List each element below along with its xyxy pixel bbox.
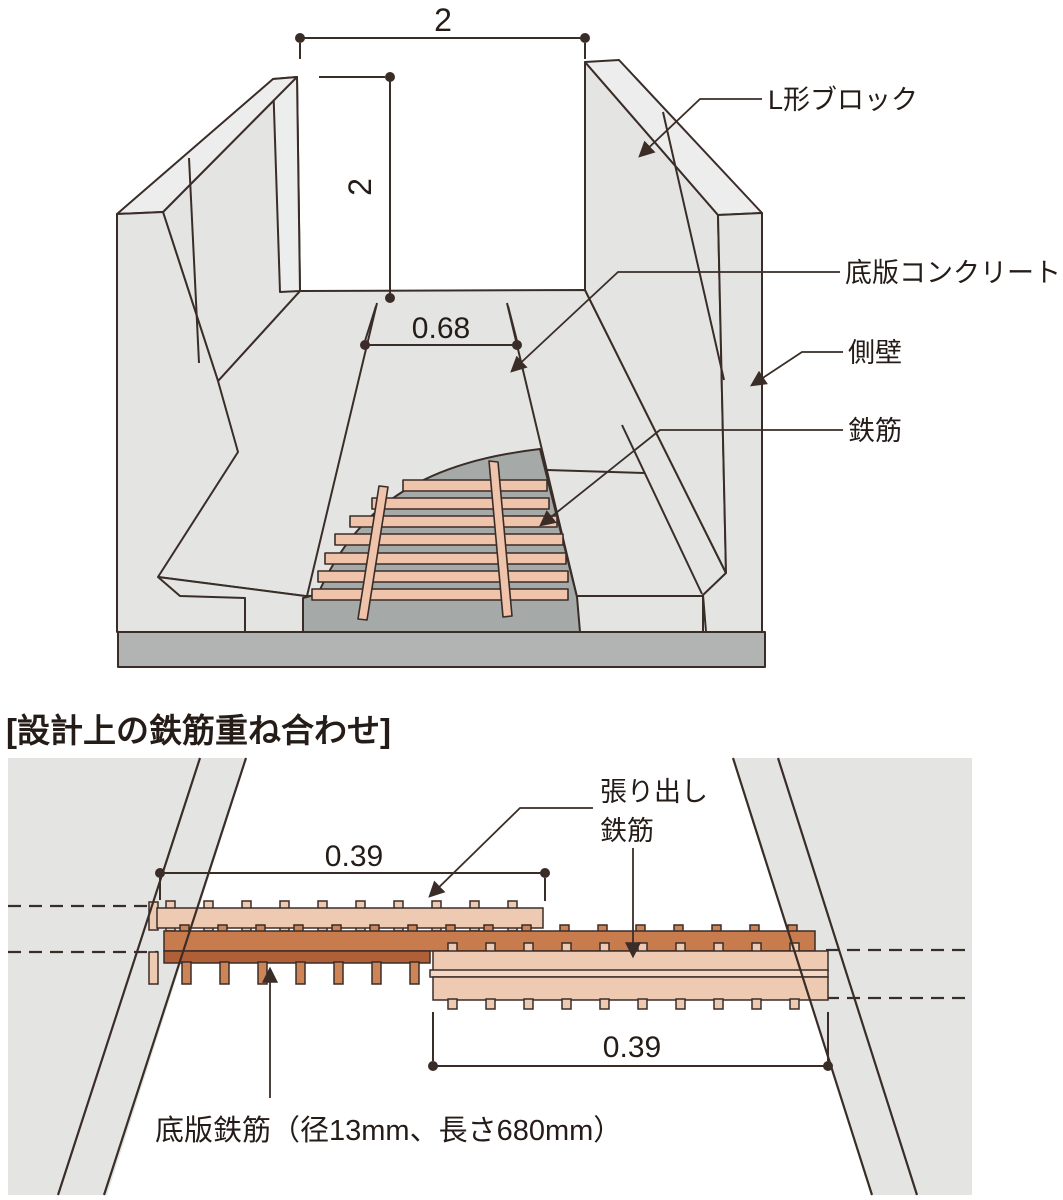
rebar-bar <box>334 533 564 546</box>
dim-top-width <box>295 33 590 59</box>
rebar-tick <box>751 998 762 1010</box>
right-wall <box>584 59 763 633</box>
left-wall-outer-line <box>102 757 248 1196</box>
label-base-concrete: 底版コンクリート <box>845 258 1061 288</box>
right-overhang-lower-ticks <box>447 998 800 1010</box>
rebar-tick <box>675 998 686 1010</box>
dimension-dot <box>512 340 522 350</box>
rebar-tick <box>599 998 610 1010</box>
rebar-tick <box>333 961 344 985</box>
rebar-bar <box>324 552 567 565</box>
section-title: [設計上の鉄筋重ね合わせ] <box>6 712 391 749</box>
rebar-tick <box>257 961 268 985</box>
left-wall-near-end <box>116 211 246 633</box>
dimension-dot <box>295 33 305 43</box>
dimension-dot <box>385 293 395 303</box>
dimension-dot <box>823 1061 833 1071</box>
rebar-bar <box>402 479 548 492</box>
rebar-bar <box>371 497 550 510</box>
figure1-isometric-view: 2 2 0.68 L形ブロック 底版コンクリート 側壁 鉄筋 <box>116 2 1061 668</box>
wall-face-lines <box>56 757 919 1196</box>
rebar-tick <box>371 961 382 985</box>
dim-wall-height <box>319 72 395 303</box>
dim-right-overlap <box>428 1012 833 1071</box>
rebar-tick <box>447 998 458 1010</box>
label-rebar: 鉄筋 <box>848 416 902 446</box>
dimension-dot <box>428 1061 438 1071</box>
right-wall-near-end <box>702 212 763 633</box>
rebar-tick <box>485 998 496 1010</box>
label-overhang-rebar-line2: 鉄筋 <box>600 816 654 846</box>
rebar-bar <box>317 570 569 583</box>
leader-l-block <box>638 98 762 158</box>
leader-lines <box>510 98 843 527</box>
rebar-mesh <box>311 460 569 621</box>
anchor-stub <box>148 951 159 985</box>
dim-left-overlap-value: 0.39 <box>325 840 383 873</box>
rebar-tick <box>181 961 192 985</box>
right-wall-section <box>733 758 972 1195</box>
label-overhang-rebar-line1: 張り出し <box>600 777 708 807</box>
overlap-rebar-rows <box>148 900 829 1010</box>
rebar-cross-bar <box>357 485 389 621</box>
leader-side-wall <box>749 351 843 387</box>
dimension-dot <box>385 72 395 82</box>
rebar-tick <box>295 961 306 985</box>
right-overhang-gap-bar <box>429 969 829 978</box>
slab-rebar-lower-ticks <box>181 961 420 985</box>
figure2-leaders <box>261 807 642 1098</box>
right-wall-outer-line <box>776 757 919 1196</box>
right-overhang-upper-bar <box>432 950 829 972</box>
leader-overhang-left <box>428 807 593 898</box>
left-wall-inner-line <box>56 757 202 1196</box>
rebar-cross-bar <box>488 460 513 618</box>
figure2-overlap-detail: 0.39 0.39 張り出し 鉄筋 底版鉄筋（径13mm、長さ680mm） <box>8 757 972 1196</box>
label-side-wall: 側壁 <box>848 338 902 368</box>
dimension-dot <box>155 868 165 878</box>
dim-right-overlap-value: 0.39 <box>603 1031 661 1064</box>
rebar-tick <box>409 961 420 985</box>
right-wall-joint-line <box>662 111 725 381</box>
rebar-tick <box>561 998 572 1010</box>
slab-rebar-lower-bar <box>163 950 431 964</box>
leader-rebar <box>539 429 843 527</box>
label-base-rebar: 底版鉄筋（径13mm、長さ680mm） <box>155 1114 622 1147</box>
rebar-tick <box>523 998 534 1010</box>
rebar-tick <box>219 961 230 985</box>
label-l-block: L形ブロック <box>768 85 918 115</box>
rebar-bar <box>311 588 569 601</box>
rebar-tick <box>713 998 724 1010</box>
foundation-strip <box>117 631 766 668</box>
rebar-tick <box>637 998 648 1010</box>
dimension-dot <box>580 33 590 43</box>
left-wall <box>116 76 301 633</box>
dim-left-overlap <box>155 868 550 901</box>
right-wall-inner-line <box>731 757 874 1196</box>
right-overhang-lower-bar <box>432 976 829 1001</box>
dim-floor-width <box>360 305 522 350</box>
rebar-tick <box>789 998 800 1010</box>
leader-base-concrete <box>510 271 840 373</box>
rebar-bar <box>349 515 558 528</box>
level-dashed-lines <box>8 904 972 1000</box>
dim-floor-width-value: 0.68 <box>412 312 470 345</box>
left-overhang-bar <box>156 907 544 929</box>
dim-top-width-value: 2 <box>434 2 452 38</box>
left-wall-joint-line <box>188 157 200 364</box>
dim-wall-height-value: 2 <box>342 178 378 196</box>
dimension-dot <box>540 868 550 878</box>
left-wall-section <box>8 758 247 1195</box>
dimension-dot <box>360 340 370 350</box>
